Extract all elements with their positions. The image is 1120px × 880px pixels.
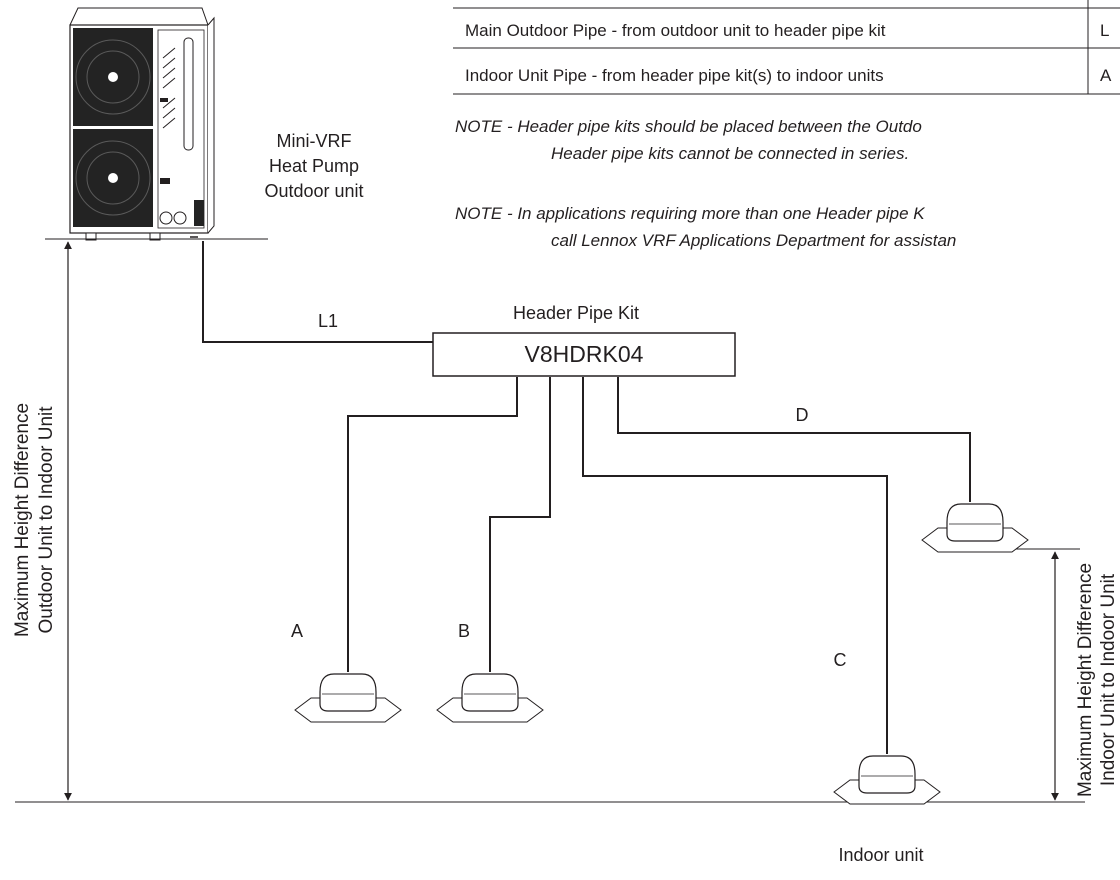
legend-table: Main Outdoor Pipe - from outdoor unit to… [453, 0, 1120, 95]
outdoor-unit-label-line-3: Outdoor unit [264, 181, 363, 201]
note-1-line-1: NOTE - Header pipe kits should be placed… [455, 117, 922, 136]
outdoor-unit-label-line-1: Mini-VRF [277, 131, 352, 151]
pipe-label-d: D [796, 405, 809, 425]
right-dimension-label-line-2: Indoor Unit to Indoor Unit [1098, 573, 1119, 786]
pipe-label-a: A [291, 621, 303, 641]
outdoor-unit-label-line-2: Heat Pump [269, 156, 359, 176]
indoor-unit-d [921, 503, 1029, 553]
note-1-line-2: Header pipe kits cannot be connected in … [551, 144, 909, 163]
pipe-c [582, 377, 888, 754]
indoor-unit-b [436, 673, 544, 723]
indoor-unit-label: Indoor unit [838, 845, 923, 865]
right-dimension-label: Maximum Height Difference Indoor Unit to… [1075, 563, 1119, 797]
legend-row-main-code: L [1100, 21, 1109, 40]
header-pipe-kit: Header Pipe Kit V8HDRK04 [432, 303, 736, 377]
header-kit-box [432, 332, 736, 377]
note-2-line-2: call Lennox VRF Applications Department … [551, 231, 956, 250]
outdoor-unit-drawing [69, 7, 215, 241]
pipe-label-b: B [458, 621, 470, 641]
notes: NOTE - Header pipe kits should be placed… [455, 117, 956, 250]
pipe-label-c: C [834, 650, 847, 670]
legend-row-indoor-description: Indoor Unit Pipe - from header pipe kit(… [465, 66, 884, 85]
legend-row-indoor-code: A [1100, 66, 1112, 85]
header-kit-model: V8HDRK04 [525, 341, 644, 367]
left-dimension-label-line-2: Outdoor Unit to Indoor Unit [36, 406, 57, 634]
pipe-label-l1: L1 [318, 311, 338, 331]
pipe-d [617, 377, 971, 502]
legend-row-main-description: Main Outdoor Pipe - from outdoor unit to… [465, 21, 886, 40]
pipe-b [489, 377, 551, 672]
outdoor-unit-label: Mini-VRF Heat Pump Outdoor unit [264, 131, 363, 201]
pipe-a [347, 377, 518, 672]
note-2-line-1: NOTE - In applications requiring more th… [455, 204, 925, 223]
indoor-unit-c [833, 755, 941, 805]
left-dimension-label: Maximum Height Difference Outdoor Unit t… [12, 403, 57, 637]
header-kit-title: Header Pipe Kit [513, 303, 639, 323]
main-pipe-l1 [202, 241, 433, 343]
left-dimension-label-line-1: Maximum Height Difference [12, 403, 33, 637]
indoor-unit-a [294, 673, 402, 723]
right-dimension-label-line-1: Maximum Height Difference [1075, 563, 1096, 797]
